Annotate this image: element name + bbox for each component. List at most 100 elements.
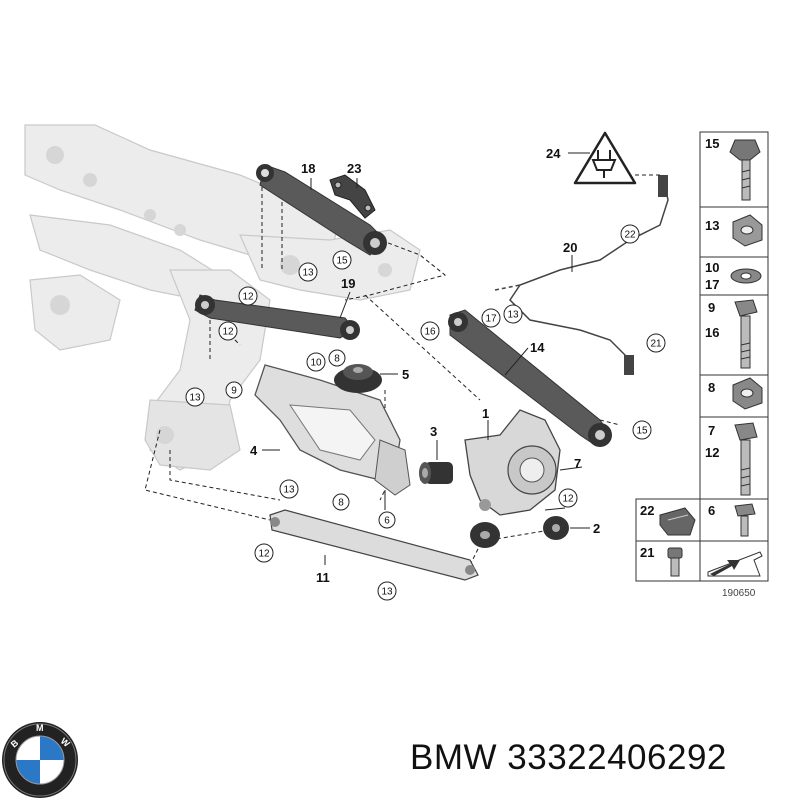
legend-22: 22 <box>640 503 654 518</box>
svg-text:17: 17 <box>485 314 497 325</box>
legend-12: 12 <box>705 445 719 460</box>
bmw-logo-letter-b: B <box>9 737 21 749</box>
brand-part-number: BMW 33322406292 <box>410 738 727 777</box>
washer-10-icon <box>730 268 762 284</box>
bolt-6-icon <box>734 503 756 537</box>
legend-15: 15 <box>705 136 719 151</box>
tension-strut <box>269 509 479 581</box>
legend-17: 17 <box>705 277 719 292</box>
warning-triangle-icon <box>573 131 637 185</box>
diagram-number: 190650 <box>722 588 756 599</box>
circled-13-upper: 13 <box>298 262 318 282</box>
bolt-9-icon <box>734 299 758 369</box>
wheel-carrier <box>464 409 561 516</box>
screw-21-icon <box>667 547 683 577</box>
circled-16: 16 <box>420 321 440 341</box>
svg-text:13: 13 <box>302 268 314 279</box>
circled-13-e: 13 <box>503 304 523 324</box>
callout-23: 23 <box>347 161 361 176</box>
clip-22-icon <box>659 507 696 536</box>
sensor-wire <box>494 174 669 361</box>
trailing-arm <box>448 309 612 447</box>
callout-4: 4 <box>250 443 258 458</box>
arrow-icon <box>707 551 763 577</box>
callout-2: 2 <box>593 521 600 536</box>
svg-text:13: 13 <box>507 310 519 321</box>
legend-6: 6 <box>708 503 715 518</box>
bushing-3 <box>419 462 453 484</box>
svg-text:12: 12 <box>242 292 254 303</box>
svg-text:13: 13 <box>189 393 201 404</box>
callout-5: 5 <box>402 367 409 382</box>
upper-control-arm <box>256 164 387 256</box>
svg-text:10: 10 <box>310 358 322 369</box>
circled-13-b: 13 <box>185 387 205 407</box>
circled-callouts: 15 13 12 12 13 9 10 8 8 6 13 12 13 16 17… <box>185 224 666 601</box>
bolt-7-icon <box>734 422 758 496</box>
wishbone <box>254 364 411 496</box>
circled-21: 21 <box>646 333 666 353</box>
legend-16: 16 <box>705 325 719 340</box>
svg-text:13: 13 <box>381 587 393 598</box>
bracket <box>329 174 376 219</box>
circled-6: 6 <box>378 511 396 529</box>
sensor-connector <box>658 175 668 197</box>
assembly-lines <box>144 180 621 566</box>
callout-3: 3 <box>430 424 437 439</box>
subframe-holes <box>46 146 392 444</box>
bushing-2 <box>470 516 569 548</box>
circled-8: 8 <box>328 349 346 367</box>
svg-text:12: 12 <box>258 549 270 560</box>
control-arm-19 <box>194 294 360 340</box>
circled-13-d: 13 <box>377 581 397 601</box>
legend-8: 8 <box>708 380 715 395</box>
circled-17: 17 <box>481 308 501 328</box>
svg-text:12: 12 <box>222 327 234 338</box>
svg-text:22: 22 <box>624 230 636 241</box>
circled-13-c: 13 <box>279 479 299 499</box>
svg-text:6: 6 <box>384 516 390 527</box>
callout-numbers: 1 2 3 4 5 7 11 14 18 19 20 23 24 <box>250 146 600 585</box>
callout-18: 18 <box>301 161 315 176</box>
circled-12-b: 12 <box>218 321 238 341</box>
leader-lines <box>262 152 590 565</box>
svg-text:12: 12 <box>562 494 574 505</box>
legend-21: 21 <box>640 545 654 560</box>
bmw-logo: B M W <box>2 722 78 798</box>
circled-22: 22 <box>620 224 640 244</box>
legend-10: 10 <box>705 260 719 275</box>
legend-7: 7 <box>708 423 715 438</box>
circled-12-c: 12 <box>254 543 274 563</box>
bolt-15-icon <box>729 139 761 201</box>
circled-8-b: 8 <box>332 493 350 511</box>
svg-text:16: 16 <box>424 327 436 338</box>
legend-13: 13 <box>705 218 719 233</box>
svg-text:15: 15 <box>636 426 648 437</box>
callout-11: 11 <box>316 570 330 585</box>
circled-15-b: 15 <box>632 420 652 440</box>
circled-12-d: 12 <box>558 488 578 508</box>
fastener-legend: 15 13 10 17 9 16 8 7 12 22 6 21 <box>635 131 769 599</box>
bmw-logo-letter-m: M <box>36 723 44 733</box>
svg-text:8: 8 <box>334 354 340 365</box>
callout-14: 14 <box>530 340 545 355</box>
svg-text:13: 13 <box>283 485 295 496</box>
legend-9: 9 <box>708 300 715 315</box>
nut-8-icon <box>732 377 763 410</box>
callout-24: 24 <box>546 146 561 161</box>
svg-text:21: 21 <box>650 339 662 350</box>
callout-19: 19 <box>341 276 355 291</box>
callout-1: 1 <box>482 406 489 421</box>
svg-text:9: 9 <box>231 386 237 397</box>
nut-13-icon <box>732 214 763 247</box>
rubber-mount <box>334 364 382 393</box>
circled-15-upper: 15 <box>332 250 352 270</box>
callout-7: 7 <box>574 456 581 471</box>
circled-9: 9 <box>225 381 243 399</box>
circled-12-a: 12 <box>238 286 258 306</box>
sensor-head <box>624 355 634 375</box>
circled-10: 10 <box>306 352 326 372</box>
svg-text:8: 8 <box>338 498 344 509</box>
svg-text:15: 15 <box>336 256 348 267</box>
